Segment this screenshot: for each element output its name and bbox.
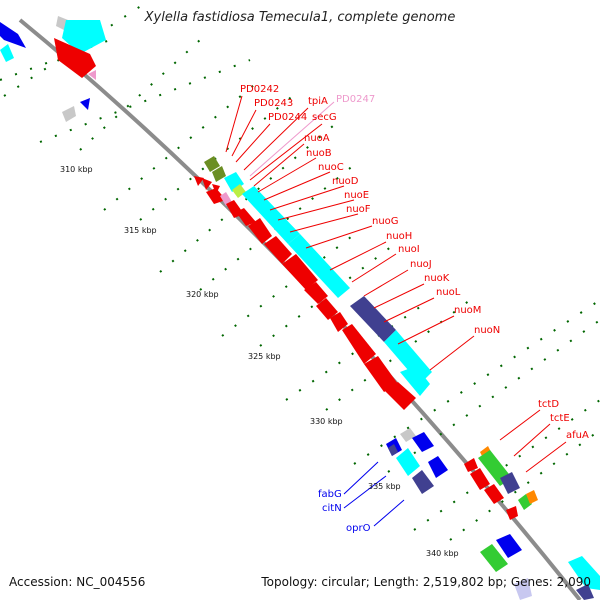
gene-label-afua[interactable]: afuA bbox=[566, 430, 589, 441]
scale-tick-line bbox=[387, 319, 600, 473]
scale-label-335: 335 kbp bbox=[368, 482, 401, 491]
gene-arrow-lavender[interactable] bbox=[514, 578, 532, 600]
gene-arrow-olive[interactable] bbox=[212, 166, 226, 182]
gene-label-nuon[interactable]: nuoN bbox=[474, 325, 500, 336]
gene-arrow-red[interactable] bbox=[236, 208, 256, 226]
gene-arrow-red[interactable] bbox=[304, 282, 328, 304]
topology-text: Topology: circular; Length: 2,519,802 bp… bbox=[260, 575, 591, 589]
gene-features bbox=[0, 16, 600, 600]
gene-label-tpia[interactable]: tpiA bbox=[308, 96, 328, 107]
gene-arrow-red[interactable] bbox=[264, 236, 292, 264]
gene-arrow-red[interactable] bbox=[484, 484, 504, 504]
gene-label-nuoi[interactable]: nuoI bbox=[398, 244, 420, 255]
gene-arrow-cyan[interactable] bbox=[400, 366, 430, 396]
gene-arrow-blue[interactable] bbox=[496, 534, 522, 558]
accession-text: Accession: NC_004556 bbox=[9, 575, 145, 589]
gene-label-secg[interactable]: secG bbox=[312, 112, 337, 123]
label-leader-lines-pink bbox=[249, 101, 335, 177]
gene-label-nuoa[interactable]: nuoA bbox=[304, 133, 330, 144]
gene-label-nuod[interactable]: nuoD bbox=[332, 176, 359, 187]
gene-arrow-red[interactable] bbox=[384, 382, 416, 410]
gene-label-pd0243[interactable]: PD0243 bbox=[254, 98, 293, 109]
gene-arrow-red[interactable] bbox=[364, 356, 398, 392]
scale-tick-line bbox=[39, 59, 251, 143]
gene-arrow-red[interactable] bbox=[194, 176, 204, 186]
gene-arrow-cyan[interactable] bbox=[288, 234, 350, 298]
gene-arrow-cyan[interactable] bbox=[568, 556, 600, 590]
gene-arrow-red[interactable] bbox=[342, 324, 376, 364]
gene-label-nuok[interactable]: nuoK bbox=[424, 273, 450, 284]
gene-arrow-navy[interactable] bbox=[500, 472, 520, 494]
gene-arrow-red[interactable] bbox=[282, 254, 318, 290]
gene-label-nuoe[interactable]: nuoE bbox=[344, 190, 369, 201]
scale-tick-line bbox=[221, 229, 361, 337]
gene-arrow-red[interactable] bbox=[330, 312, 348, 332]
scale-label-315: 315 kbp bbox=[124, 226, 157, 235]
gene-arrow-green[interactable] bbox=[518, 494, 532, 510]
gene-arrow-cyan[interactable] bbox=[62, 20, 106, 54]
gene-label-nuoc[interactable]: nuoC bbox=[318, 162, 344, 173]
scale-label-340: 340 kbp bbox=[426, 549, 459, 558]
gene-label-nuog[interactable]: nuoG bbox=[372, 216, 399, 227]
gene-arrow-red[interactable] bbox=[206, 188, 226, 204]
scale-label-325: 325 kbp bbox=[248, 352, 281, 361]
gene-arrow-red[interactable] bbox=[248, 218, 272, 244]
gene-arrow-olive[interactable] bbox=[204, 156, 220, 172]
scale-tick-line bbox=[353, 299, 600, 465]
gene-label-tctd[interactable]: tctD bbox=[538, 399, 559, 410]
gene-label-nuoj[interactable]: nuoJ bbox=[410, 259, 432, 270]
scale-tick-line bbox=[3, 0, 151, 97]
gene-label-nuol[interactable]: nuoL bbox=[436, 287, 461, 298]
gene-arrow-cyan[interactable] bbox=[384, 330, 432, 384]
gene-arrow-red[interactable] bbox=[202, 178, 212, 190]
gene-arrow-red[interactable] bbox=[470, 468, 490, 490]
gene-label-nuob[interactable]: nuoB bbox=[306, 148, 332, 159]
scale-tick-line bbox=[79, 39, 201, 151]
gene-arrow-red[interactable] bbox=[54, 38, 96, 78]
gene-label-fabg[interactable]: fabG bbox=[318, 489, 342, 500]
gene-arrow-red[interactable] bbox=[506, 506, 518, 520]
gene-arrow-grey[interactable] bbox=[62, 106, 76, 122]
gene-arrow-cyan[interactable] bbox=[0, 44, 14, 62]
gene-arrow-blue[interactable] bbox=[80, 98, 90, 110]
scale-label-320: 320 kbp bbox=[186, 290, 219, 299]
gene-label-nuoh[interactable]: nuoH bbox=[386, 231, 412, 242]
map-title: Xylella fastidiosa Temecula1, complete g… bbox=[144, 10, 456, 25]
gene-arrow-navy[interactable] bbox=[412, 470, 434, 494]
gene-arrow-grey[interactable] bbox=[400, 428, 416, 442]
scale-tick-line bbox=[103, 79, 261, 211]
scale-label-310: 310 kbp bbox=[60, 165, 93, 174]
gene-arrow-cyan[interactable] bbox=[242, 186, 300, 244]
gene-arrow-orange[interactable] bbox=[526, 490, 538, 504]
genome-backbone-arc bbox=[18, 18, 582, 600]
gene-arrow-cyan[interactable] bbox=[396, 448, 420, 476]
gene-label-opro[interactable]: oprO bbox=[346, 523, 371, 534]
gene-arrow-navy[interactable] bbox=[350, 296, 396, 342]
scale-label-330: 330 kbp bbox=[310, 417, 343, 426]
gene-arrow-blue[interactable] bbox=[428, 456, 448, 478]
gene-arrow-red[interactable] bbox=[464, 458, 478, 472]
gene-label-pd0244[interactable]: PD0244 bbox=[268, 112, 307, 123]
gene-label-nuom[interactable]: nuoM bbox=[454, 305, 481, 316]
gene-label-pd0242[interactable]: PD0242 bbox=[240, 84, 279, 95]
gene-arrow-green[interactable] bbox=[480, 544, 508, 572]
label-leader-lines bbox=[225, 95, 567, 473]
label-leader-lines-blue bbox=[343, 461, 405, 527]
gene-arrow-navy[interactable] bbox=[388, 444, 398, 456]
gene-arrow-navy[interactable] bbox=[576, 584, 594, 600]
gene-label-tcte[interactable]: tctE bbox=[550, 413, 570, 424]
gene-arrow-red[interactable] bbox=[316, 298, 338, 320]
gene-arrow-blue[interactable] bbox=[0, 22, 26, 48]
scale-tick-line bbox=[413, 399, 600, 531]
gene-arrow-pink[interactable] bbox=[88, 70, 96, 80]
gene-label-nuof[interactable]: nuoF bbox=[346, 204, 371, 215]
gene-label-pd0247[interactable]: PD0247 bbox=[336, 94, 375, 105]
gene-arrow-blue[interactable] bbox=[412, 432, 434, 452]
gene-label-citn[interactable]: citN bbox=[322, 503, 342, 514]
